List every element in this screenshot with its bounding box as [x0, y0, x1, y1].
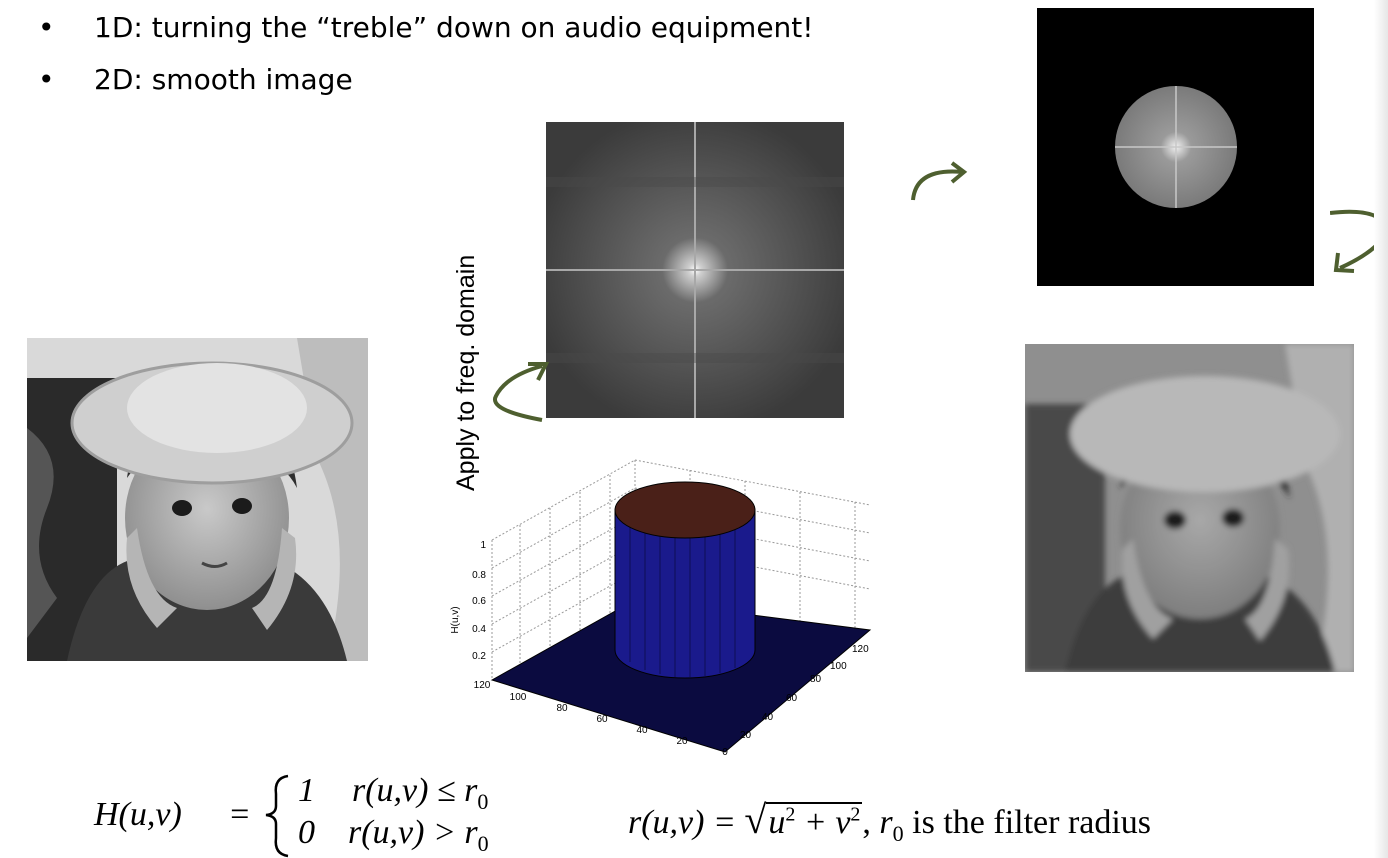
- filtered-spectrum-image: [1037, 8, 1314, 286]
- y-tick: 60: [786, 693, 798, 704]
- subscript: 0: [892, 820, 904, 846]
- filter-radius-text: is the filter radius: [912, 804, 1152, 841]
- x-tick: 40: [636, 725, 648, 736]
- bullet-text: 2D: smooth image: [94, 63, 353, 96]
- curved-arrow-icon: [911, 161, 968, 201]
- case-condition-2: r(u,v) > r0: [348, 814, 489, 857]
- x-tick: 80: [556, 703, 568, 714]
- y-tick: 20: [740, 730, 752, 741]
- x-tick: 60: [596, 714, 608, 725]
- curved-arrow-icon: [1330, 209, 1388, 273]
- plot-ylabel: H(u,v): [450, 606, 461, 633]
- case-value-1: 1: [298, 772, 315, 809]
- radicand-u: u: [768, 804, 786, 841]
- x-tick: 0: [722, 747, 728, 758]
- sqrt-icon: √: [744, 797, 767, 842]
- ideal-lowpass-3d-plot: H(u,v) 1 0.8 0.6 0.4 0.2 120 100 80 60 4…: [450, 459, 872, 758]
- x-tick: 120: [474, 680, 491, 691]
- z-tick: 0.8: [472, 570, 486, 581]
- bullet-symbol: •: [38, 63, 55, 96]
- bullet-text: 1D: turning the “treble” down on audio e…: [94, 11, 814, 44]
- x-tick: 20: [676, 736, 688, 747]
- filter-cylinder-top: [614, 481, 756, 539]
- y-tick: 40: [762, 712, 774, 723]
- original-image: [27, 338, 368, 661]
- r0-var: r: [879, 804, 893, 841]
- subscript: 0: [477, 788, 489, 814]
- equals-sign: =: [228, 796, 251, 833]
- radius-formula: r(u,v) = √u2 + v2, r0 is the filter radi…: [628, 797, 1152, 846]
- frequency-spectrum-image: [546, 122, 844, 418]
- bullet-symbol: •: [38, 11, 55, 44]
- transfer-function-lhs: H(u,v): [94, 796, 182, 833]
- superscript: 2: [850, 803, 861, 826]
- brace-icon: [265, 774, 289, 858]
- z-tick: 0.2: [472, 651, 486, 662]
- radicand: u2 + v2: [766, 802, 863, 841]
- case-value-2: 0: [298, 814, 315, 851]
- smoothed-image: [1025, 344, 1354, 672]
- superscript: 2: [785, 803, 796, 826]
- radicand-v: + v: [795, 804, 851, 841]
- subscript: 0: [477, 830, 489, 856]
- radius-lhs: r(u,v) =: [628, 804, 736, 841]
- slide-edge-shadow: [1374, 0, 1388, 858]
- y-tick: 80: [810, 674, 822, 685]
- case-condition-1: r(u,v) ≤ r0: [352, 772, 488, 815]
- case-condition-1-text: r(u,v) ≤ r: [352, 772, 478, 809]
- y-tick: 120: [852, 644, 869, 655]
- case-condition-2-text: r(u,v) > r: [348, 814, 478, 851]
- y-tick: 100: [830, 661, 847, 672]
- x-tick: 100: [510, 692, 527, 703]
- z-tick: 1: [480, 540, 486, 551]
- curved-arrow-icon: [493, 362, 550, 422]
- z-tick: 0.6: [472, 596, 486, 607]
- z-tick: 0.4: [472, 624, 486, 635]
